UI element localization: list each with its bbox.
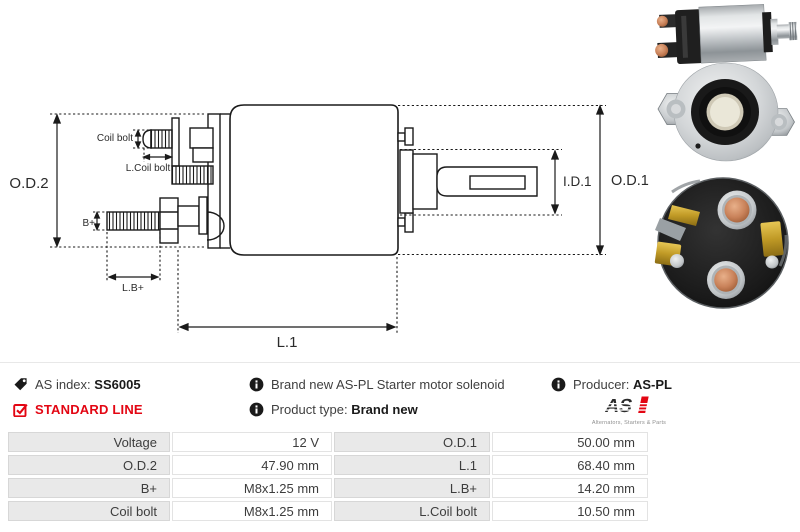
- producer-value: AS-PL: [633, 377, 672, 392]
- spec-label: O.D.1: [334, 432, 490, 452]
- bracket-outline: [106, 113, 230, 249]
- info-icon: [551, 377, 566, 392]
- spec-label: O.D.2: [8, 455, 170, 475]
- as-index-value: SS6005: [94, 377, 141, 392]
- spec-value: 14.20 mm: [492, 478, 648, 498]
- l-coil-bolt-label: L.Coil bolt: [126, 163, 171, 174]
- as-index: AS index: SS6005: [13, 377, 141, 392]
- spec-value: M8x1.25 mm: [172, 478, 332, 498]
- logo-tagline: Alternators, Starters & Parts: [591, 420, 667, 426]
- product-photos: [653, 3, 798, 309]
- info-icon: [249, 402, 264, 417]
- product-type: Product type: Brand new: [249, 402, 418, 417]
- spec-label: L.Coil bolt: [334, 501, 490, 521]
- spec-value: 10.50 mm: [492, 501, 648, 521]
- section-divider: [0, 362, 800, 363]
- extension-lines: [50, 104, 606, 333]
- spec-table: Voltage 12 V O.D.1 50.00 mm O.D.2 47.90 …: [8, 432, 648, 521]
- product-type-label: Product type:: [271, 402, 348, 417]
- tag-icon: [14, 378, 27, 391]
- spec-value: 12 V: [172, 432, 332, 452]
- dimension-arrows: [52, 104, 605, 332]
- spec-value: 68.40 mm: [492, 455, 648, 475]
- standard-line: STANDARD LINE: [13, 402, 143, 417]
- product-photo-terminals[interactable]: [654, 177, 789, 309]
- b-plus-label: B+: [82, 218, 95, 229]
- as-pl-logo: AS Alternators, Starters & Parts: [583, 395, 675, 426]
- spec-label: B+: [8, 478, 170, 498]
- coil-bolt-label: Coil bolt: [97, 133, 133, 144]
- standard-line-label: STANDARD LINE: [35, 402, 143, 417]
- svg-text:AS: AS: [603, 396, 634, 415]
- info-icon: [249, 377, 264, 392]
- spec-label: Voltage: [8, 432, 170, 452]
- od1-label: O.D.1: [611, 173, 649, 189]
- checked-checkbox-icon: [13, 403, 28, 417]
- plunger-outline: [397, 127, 538, 233]
- od2-label: O.D.2: [9, 175, 48, 192]
- l-b-plus-label: L.B+: [122, 282, 144, 294]
- solenoid-body-outline: [229, 104, 399, 256]
- product-description: Brand new AS-PL Starter motor solenoid: [249, 377, 505, 392]
- spec-value: M8x1.25 mm: [172, 501, 332, 521]
- producer-label: Producer:: [573, 377, 630, 392]
- spec-value: 47.90 mm: [172, 455, 332, 475]
- product-type-value: Brand new: [351, 402, 418, 417]
- producer: Producer: AS-PL: [551, 377, 672, 392]
- spec-label: Coil bolt: [8, 501, 170, 521]
- product-photo-side[interactable]: [653, 3, 798, 65]
- as-index-label: AS index:: [35, 377, 91, 392]
- spec-label: L.B+: [334, 478, 490, 498]
- spec-value: 50.00 mm: [492, 432, 648, 452]
- as-logo-icon: AS: [600, 396, 652, 417]
- product-photo-back[interactable]: [657, 62, 795, 162]
- l1-label: L.1: [277, 334, 298, 351]
- description-text: Brand new AS-PL Starter motor solenoid: [271, 377, 505, 392]
- id1-label: I.D.1: [563, 174, 592, 189]
- spec-label: L.1: [334, 455, 490, 475]
